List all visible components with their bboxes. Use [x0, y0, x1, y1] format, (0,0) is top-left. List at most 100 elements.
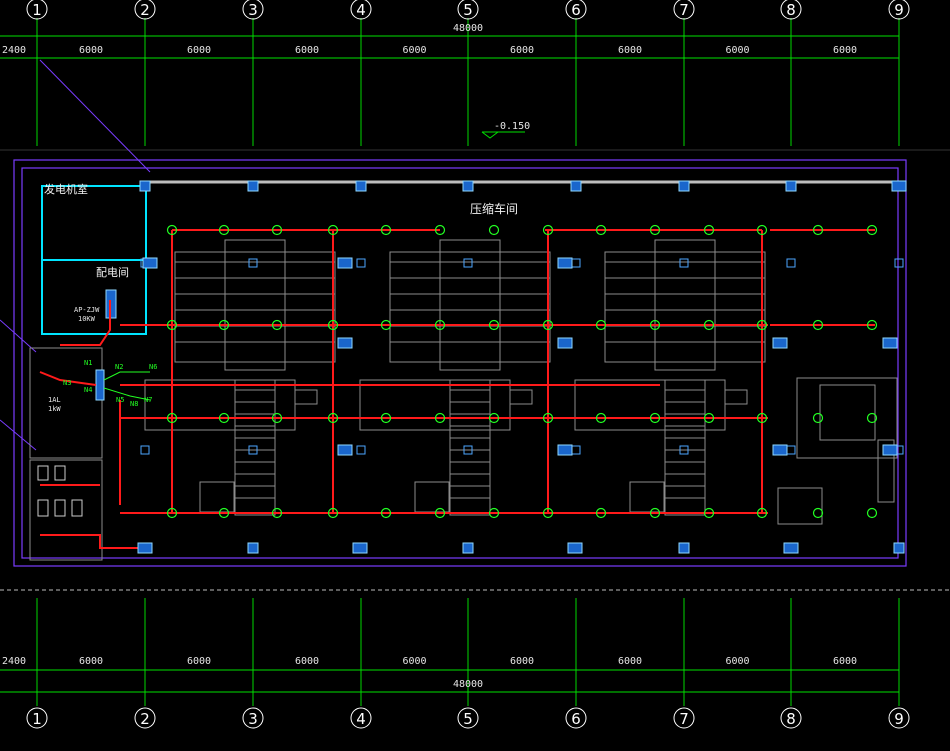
lamp-fixture [218, 412, 230, 424]
circuit-line [103, 371, 150, 381]
lamp-fixture [166, 319, 178, 331]
feeder-cable [60, 300, 111, 346]
axis-label: 2 [140, 1, 150, 19]
outer-wall [13, 159, 907, 567]
dimension-lines [0, 35, 950, 693]
lamp-fixture [488, 224, 500, 236]
lamp-fixture [866, 507, 878, 519]
lamp-fixture [649, 224, 661, 236]
pilaster [356, 445, 366, 455]
column-light [882, 444, 898, 456]
toilet-room [29, 459, 103, 561]
axis-bubble [26, 0, 48, 20]
lamp-fixture [812, 319, 824, 331]
span-dimension: 6000 [187, 656, 211, 667]
toilet-stall [37, 465, 49, 481]
lamp-fixture [595, 507, 607, 519]
axis-label: 4 [356, 710, 366, 728]
axis-bubble [565, 0, 587, 20]
tank [777, 487, 823, 525]
column-light [772, 337, 788, 349]
compressor-skid [359, 379, 511, 431]
pilaster [786, 258, 796, 268]
lamp-fixture [703, 412, 715, 424]
circuit-label-n2: N2 [115, 363, 123, 371]
axis-label: 2 [140, 710, 150, 728]
lamp-fixture [812, 507, 824, 519]
total-dimension-bottom: 48000 [453, 679, 483, 690]
lamp-fixture [866, 319, 878, 331]
stair-room [29, 347, 103, 459]
axis-bubble [780, 0, 802, 20]
pilaster [140, 445, 150, 455]
structural-column [139, 180, 151, 192]
lamp-fixture [218, 224, 230, 236]
lamp-fixture [166, 224, 178, 236]
axis-label: 6 [571, 710, 581, 728]
compressor-frame [654, 239, 716, 371]
axis-bubble [673, 0, 695, 20]
lamp-fixture [327, 507, 339, 519]
compressor-unit [174, 251, 336, 363]
span-dimension: 6000 [295, 45, 319, 56]
room-name-generator-room: 发电机室 [44, 182, 88, 196]
lamp-fixture [488, 507, 500, 519]
lamp-fixture [649, 319, 661, 331]
circuit-label-n8: N8 [130, 400, 138, 408]
lamp-fixture [488, 412, 500, 424]
lamp-fixture [380, 507, 392, 519]
axis-bubble [350, 0, 372, 20]
lamp-fixture [703, 319, 715, 331]
column-light [557, 444, 573, 456]
structural-columns [137, 180, 907, 554]
axis-bubble [134, 707, 156, 729]
lamp-fixture [703, 224, 715, 236]
lamp-fixture [756, 224, 768, 236]
span-dimension: 6000 [618, 656, 642, 667]
lamp-fixture [595, 412, 607, 424]
axis-label: 7 [679, 710, 689, 728]
piping-rack [664, 379, 706, 516]
axis-label: 3 [248, 710, 258, 728]
column-light [337, 257, 353, 269]
column-light [882, 337, 898, 349]
motor [199, 481, 235, 513]
stair [877, 439, 895, 503]
lamp-fixture [866, 412, 878, 424]
axis-bubble [242, 0, 264, 20]
structural-column [893, 542, 905, 554]
axis-label: 5 [463, 710, 473, 728]
column-light [567, 542, 583, 554]
compressor-unit [604, 251, 766, 363]
span-dimension: 6000 [402, 656, 426, 667]
column-light [772, 444, 788, 456]
structural-column [462, 542, 474, 554]
axis-bubble [888, 707, 910, 729]
room-name-compressor-hall: 压缩车间 [470, 201, 518, 216]
lamp-fixture [271, 224, 283, 236]
pilaster [248, 258, 258, 268]
panel-label-1al: 1AL [48, 396, 61, 404]
circuit-line [103, 387, 151, 401]
equipment-small [509, 389, 533, 405]
lamp-fixtures [166, 224, 878, 519]
motor [629, 481, 665, 513]
total-dimension-top: 48000 [453, 23, 483, 34]
feeder-cable [39, 371, 97, 386]
lamp-fixture [271, 412, 283, 424]
lamp-fixture [380, 319, 392, 331]
toilet-stall [37, 499, 49, 517]
distribution-panel-1al [95, 369, 105, 401]
toilet-stall [54, 499, 66, 517]
lamp-fixture [649, 507, 661, 519]
lamp-fixture [756, 319, 768, 331]
level-mark-symbol [481, 131, 499, 139]
lamp-fixture [166, 412, 178, 424]
axis-label: 9 [894, 1, 904, 19]
pilaster [248, 445, 258, 455]
lamp-fixture [542, 224, 554, 236]
inner-wall [21, 167, 899, 559]
